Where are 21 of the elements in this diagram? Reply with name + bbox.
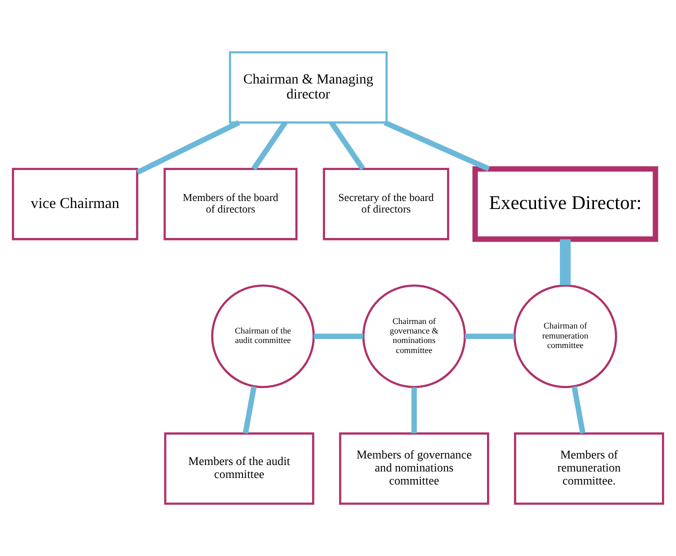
connector	[251, 121, 288, 170]
node-box: Members of governance and nominations committee	[339, 432, 490, 505]
node-box: Members of the audit committee	[164, 432, 314, 505]
node-circle: Chairman of governance & nominations committee	[362, 284, 466, 388]
connector	[329, 121, 366, 170]
node-circle: Chairman of the audit committee	[211, 284, 315, 388]
connector	[560, 239, 571, 286]
connector	[136, 120, 240, 175]
node-box: Members of the board of directors	[164, 168, 298, 240]
node-box: Secretary of the board of directors	[322, 168, 450, 240]
connector	[464, 334, 514, 339]
node-box: vice Chairman	[12, 168, 138, 240]
connector	[572, 386, 586, 434]
connector	[384, 120, 490, 172]
node-box: Chairman & Managing director	[228, 51, 388, 124]
connector	[411, 387, 417, 434]
connector	[314, 334, 364, 339]
node-box: Members of remuneration committee.	[514, 432, 664, 505]
node-circle: Chairman of remuneration committee	[513, 284, 618, 388]
node-box: Executive Director:	[472, 166, 658, 242]
connector	[242, 386, 257, 434]
